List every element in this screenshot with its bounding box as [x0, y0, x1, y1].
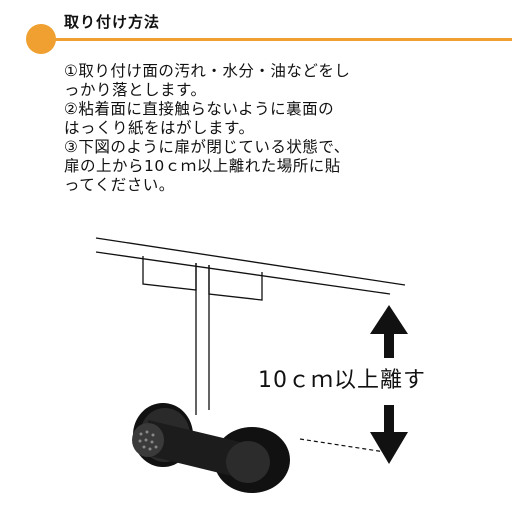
- instruction-line: ってください。: [64, 176, 175, 194]
- instruction-step-1: ①取り付け面の汚れ・水分・油などをしっかり落とします。: [64, 62, 444, 100]
- cabinet-panel-left: [142, 256, 197, 291]
- cabinet-panel-right: [208, 265, 263, 301]
- installation-diagram: 10ｃｍ以上離す: [0, 230, 512, 512]
- instruction-line: 扉の上から10ｃｍ以上離れた場所に貼: [64, 157, 341, 175]
- instruction-line: っかり落とします。: [64, 81, 207, 99]
- instruction-list: ①取り付け面の汚れ・水分・油などをしっかり落とします。 ②粘着面に直接触らないよ…: [64, 62, 444, 195]
- header-accent-dot: [26, 24, 56, 54]
- cabinet-outline: [95, 237, 406, 415]
- instruction-line: ③下図のように扉が閉じている状態で、: [64, 138, 350, 156]
- arrow-up-icon: [370, 305, 408, 358]
- instruction-line: ②粘着面に直接触らないように裏面の: [64, 100, 335, 118]
- instruction-step-3: ③下図のように扉が閉じている状態で、扉の上から10ｃｍ以上離れた場所に貼ってくだ…: [64, 138, 444, 195]
- section-title: 取り付け方法: [64, 13, 161, 31]
- grip-dots: [138, 430, 158, 451]
- reference-dashed-line: [299, 438, 386, 453]
- diagram-svg: [95, 237, 408, 493]
- header-accent-line: [42, 38, 512, 41]
- section-header: 取り付け方法: [0, 0, 512, 60]
- cabinet-top-edge-outer: [95, 237, 406, 286]
- distance-label: 10ｃｍ以上離す: [258, 368, 426, 393]
- safety-lock-device: [132, 403, 290, 493]
- arrow-down-icon: [370, 405, 408, 464]
- instruction-step-2: ②粘着面に直接触らないように裏面のはっくり紙をはがします。: [64, 100, 444, 138]
- cabinet-top-edge-inner: [95, 251, 391, 295]
- instruction-line: はっくり紙をはがします。: [64, 119, 255, 137]
- instruction-line: ①取り付け面の汚れ・水分・油などをし: [64, 62, 351, 80]
